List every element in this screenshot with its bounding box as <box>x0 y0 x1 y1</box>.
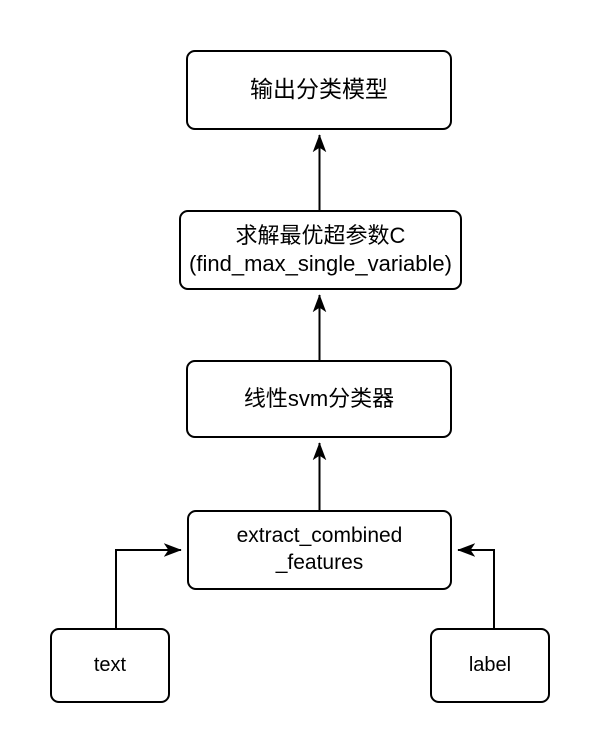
node-text-label: text <box>93 653 127 676</box>
node-linear-svm[interactable]: 线性svm分类器 <box>186 360 452 438</box>
node-extract-features-label: extract_combined _features <box>236 524 403 574</box>
node-find-hyperparam[interactable]: 求解最优超参数C (find_max_single_variable) <box>179 210 462 290</box>
node-find-hyperparam-label: 求解最优超参数C (find_max_single_variable) <box>189 222 452 276</box>
edge-label-to-extract <box>457 543 495 628</box>
node-output-model[interactable]: 输出分类模型 <box>186 50 452 130</box>
node-label-label: label <box>468 653 512 676</box>
node-output-model-label: 输出分类模型 <box>250 76 388 103</box>
node-label[interactable]: label <box>430 628 550 703</box>
node-extract-features[interactable]: extract_combined _features <box>187 510 452 590</box>
node-text[interactable]: text <box>50 628 170 703</box>
node-linear-svm-label: 线性svm分类器 <box>243 385 395 411</box>
edge-text-to-extract <box>115 543 182 628</box>
